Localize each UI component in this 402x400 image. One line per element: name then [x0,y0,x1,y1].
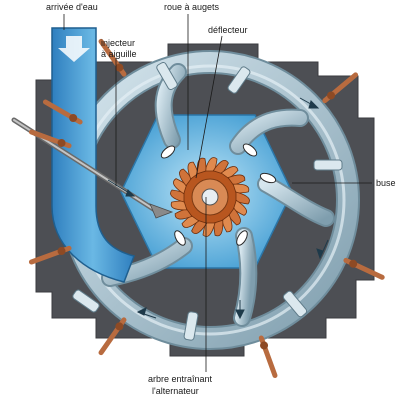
bolt-nut [69,114,78,122]
label-shaft-2: l'alternateur [152,386,199,396]
bolt-nut [327,91,336,100]
label-needle-injector-1: injecteur [101,38,135,48]
bolt-nut [57,138,66,147]
bolt-nut [115,63,124,72]
water-inlet-arrow [58,36,90,62]
label-nozzle: buse [376,178,396,188]
bolt-nut [57,247,66,256]
bolt-nut [349,259,358,268]
leader-lines [63,14,372,372]
wheel-bucket [196,157,207,175]
label-bucket-wheel: roue à augets [164,2,220,12]
drive-shaft [201,188,219,206]
label-shaft-1: arbre entraînant [148,374,213,384]
label-needle-injector-2: à aiguille [101,49,137,59]
bolt-nut [115,322,124,331]
deflector-plates [160,143,277,246]
flow-arrows [107,97,329,320]
label-deflector: déflecteur [208,25,248,35]
bolt-nut [260,341,269,350]
copper-bolts [28,38,385,379]
label-water-inlet: arrivée d'eau [46,2,98,12]
water-inlet-pipe [51,27,136,283]
